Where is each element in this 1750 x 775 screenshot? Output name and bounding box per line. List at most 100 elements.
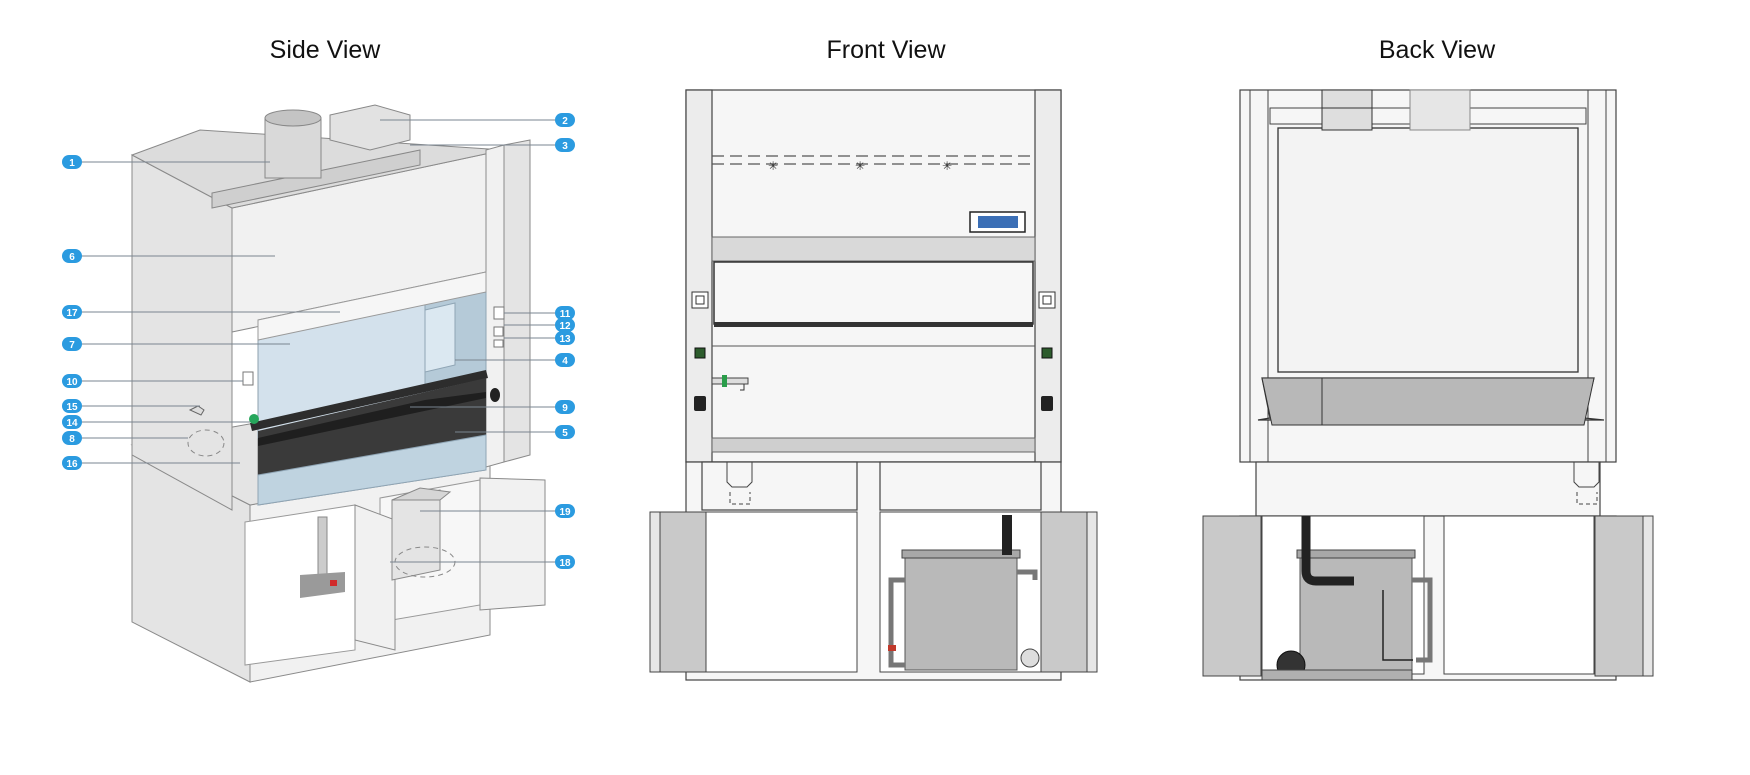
callout-14: 14 [62, 415, 82, 429]
side-waste-box [391, 489, 441, 581]
side-switch-12 [493, 326, 504, 337]
front-waste-tank [904, 554, 1018, 671]
svg-text:8: 8 [69, 434, 75, 445]
callout-18: 18 [555, 555, 575, 569]
side-view-title: Side View [269, 36, 381, 64]
front-drain-trap [726, 462, 753, 488]
back-door-left [1202, 515, 1262, 677]
callout-15: 15 [62, 399, 82, 413]
side-door-left-open [354, 504, 396, 651]
side-glass-inner-panel [424, 302, 456, 373]
front-indicator-right [1041, 347, 1053, 359]
side-outlet [490, 388, 500, 402]
front-view-drawing: ✳ ✳ ✳ [649, 89, 1098, 681]
side-dashed-outline-8 [187, 429, 225, 457]
front-indicator-left [694, 347, 706, 359]
callout-1: 1 [62, 155, 82, 169]
side-blower-box [329, 104, 411, 151]
svg-text:17: 17 [66, 308, 78, 319]
svg-text:14: 14 [66, 418, 78, 429]
svg-text:5: 5 [562, 428, 568, 439]
back-hopper-face [1261, 377, 1595, 426]
front-light-mark-3: ✳ [942, 159, 952, 173]
back-pipe-loop [1412, 577, 1433, 663]
front-light-mark-1: ✳ [768, 159, 778, 173]
front-light-mark-2: ✳ [855, 159, 865, 173]
svg-text:4: 4 [562, 356, 568, 367]
back-duct-collar [1409, 89, 1471, 131]
svg-text:10: 10 [66, 377, 78, 388]
front-tank-lid [901, 549, 1021, 559]
side-red-valve [330, 580, 337, 586]
side-pipe-tray [300, 572, 345, 598]
side-switch-13 [493, 339, 504, 348]
front-pipe-loop-left [888, 577, 905, 668]
front-view-title: Front View [826, 36, 946, 64]
svg-text:2: 2 [562, 116, 568, 127]
front-drain-valve [888, 645, 896, 651]
callout-leaders [78, 119, 560, 563]
front-sash-handle [714, 322, 1033, 327]
callout-6: 6 [62, 249, 82, 263]
front-valve-knob [722, 375, 727, 387]
front-exhaust-pipe [1002, 515, 1012, 555]
svg-text:6: 6 [69, 252, 75, 263]
back-exhaust-pipe [1301, 516, 1354, 586]
front-base-drawer-left [701, 461, 858, 511]
svg-text:12: 12 [559, 321, 571, 332]
side-worktop-edge [258, 392, 486, 446]
back-base-top-band [1255, 461, 1601, 517]
svg-text:19: 19 [559, 507, 571, 518]
svg-text:3: 3 [562, 141, 568, 152]
callout-10: 10 [62, 374, 82, 388]
back-view-title: Back View [1378, 36, 1496, 64]
side-switch-11 [493, 306, 505, 320]
svg-text:13: 13 [559, 334, 571, 345]
back-blower [1321, 89, 1373, 131]
side-green-valve [249, 414, 259, 424]
back-panel [1277, 127, 1579, 373]
side-duct-collar [264, 117, 322, 179]
front-outlet-right [1041, 396, 1053, 411]
front-outlet-left [694, 396, 706, 411]
side-light-band [257, 271, 487, 341]
callout-2: 2 [555, 113, 575, 127]
side-upper-left-panel [131, 154, 233, 511]
side-right-side [503, 139, 531, 463]
callout-badges: 1 2 3 4 5 6 7 8 9 10 11 12 13 14 15 16 1… [62, 113, 575, 569]
callout-4: 4 [555, 353, 575, 367]
front-opening-left [701, 511, 858, 673]
back-waste-tank [1299, 554, 1413, 671]
side-front-apron [257, 434, 487, 506]
svg-text:1: 1 [69, 158, 75, 169]
back-opening-right [1443, 515, 1595, 675]
callout-3: 3 [555, 138, 575, 152]
front-worktop-band [711, 437, 1036, 453]
callout-7: 7 [62, 337, 82, 351]
front-base-drawer-right [879, 461, 1042, 511]
back-tank-base [1261, 669, 1413, 681]
front-service-valve [711, 377, 749, 385]
side-valve-15 [188, 405, 205, 416]
callout-17: 17 [62, 305, 82, 319]
front-sash-top-band [711, 236, 1036, 262]
callout-16: 16 [62, 456, 82, 470]
front-sash-glass [713, 261, 1034, 325]
callout-5: 5 [555, 425, 575, 439]
svg-text:9: 9 [562, 403, 568, 414]
back-drain-trap [1573, 462, 1600, 488]
side-pipe-vertical [317, 516, 328, 583]
svg-text:18: 18 [559, 558, 571, 569]
side-view-drawing [130, 104, 546, 683]
front-logo-mark [978, 216, 1018, 228]
back-view-drawing [1202, 89, 1654, 681]
callout-13: 13 [555, 331, 575, 345]
side-waste-box-top [391, 487, 452, 501]
side-switch-10 [242, 371, 254, 386]
svg-text:15: 15 [66, 402, 78, 413]
side-top-rail [211, 149, 421, 209]
side-airfoil [250, 370, 488, 431]
svg-text:7: 7 [69, 340, 75, 351]
front-pump [1020, 648, 1040, 668]
